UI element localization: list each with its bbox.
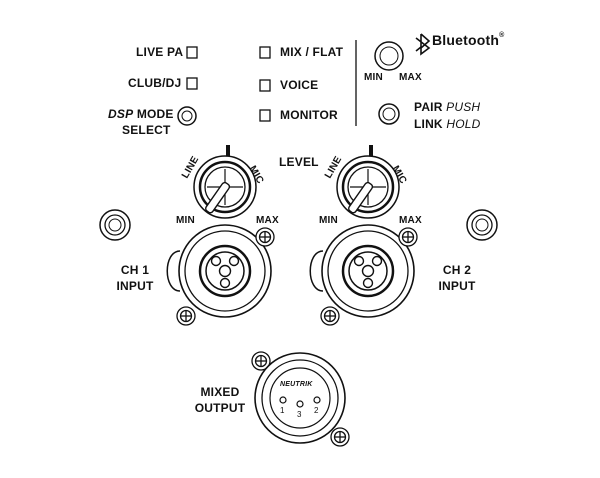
xlr-pin-1-label: 1 [280, 406, 285, 415]
xlr-pin-2-label: 2 [314, 406, 319, 415]
dsp-mode-select-label: DSP MODE [108, 107, 174, 121]
screw-icon [330, 427, 350, 447]
ch2-level-indicator [369, 145, 373, 157]
pair-label: PAIR PUSH [414, 100, 481, 114]
bluetooth-icon [415, 33, 431, 56]
dsp-label: DSP [108, 107, 134, 121]
screw-icon [255, 227, 275, 247]
mix-flat-label: MIX / FLAT [280, 45, 344, 59]
link-label: LINK HOLD [414, 117, 481, 131]
live-pa-indicator [186, 46, 198, 59]
screw-icon [320, 306, 340, 326]
ch2-input-label: CH 2 INPUT [438, 263, 476, 293]
ch1-max-label: MAX [256, 215, 279, 226]
ch1-combo-jack[interactable] [166, 223, 273, 319]
mixed-output-label: MIXED OUTPUT [194, 385, 246, 415]
ch2-side-button[interactable] [466, 209, 498, 241]
neutrik-brand: NEUTRIK [280, 381, 313, 388]
voice-indicator [259, 79, 271, 92]
mixed-output-xlr-jack[interactable] [254, 352, 346, 444]
ch1-side-button[interactable] [99, 209, 131, 241]
bluetooth-volume-knob[interactable] [374, 41, 404, 71]
live-pa-label: LIVE PA [136, 45, 184, 59]
voice-label: VOICE [280, 78, 319, 92]
club-dj-indicator [186, 77, 198, 90]
club-dj-label: CLUB/DJ [128, 76, 182, 90]
monitor-label: MONITOR [280, 108, 338, 122]
mode-label: MODE [136, 107, 174, 121]
monitor-indicator [259, 109, 271, 122]
ch2-gain-knob[interactable] [335, 154, 401, 220]
ch1-gain-knob[interactable] [192, 154, 258, 220]
level-label: LEVEL [279, 155, 319, 169]
ch1-min-label: MIN [176, 215, 195, 226]
ch1-level-indicator [226, 145, 230, 157]
bluetooth-brand: Bluetooth® [432, 32, 505, 48]
ch2-combo-jack[interactable] [309, 223, 416, 319]
mix-flat-indicator [259, 46, 271, 59]
bt-knob-min-label: MIN [364, 72, 383, 83]
xlr-pin-3-label: 3 [297, 410, 302, 419]
dsp-mode-select-button[interactable] [177, 106, 197, 126]
select-label: SELECT [122, 123, 171, 137]
screw-icon [398, 227, 418, 247]
bt-knob-max-label: MAX [399, 72, 422, 83]
ch1-input-label: CH 1 INPUT [116, 263, 154, 293]
ch2-max-label: MAX [399, 215, 422, 226]
ch2-min-label: MIN [319, 215, 338, 226]
screw-icon [176, 306, 196, 326]
bluetooth-pair-button[interactable] [378, 103, 400, 125]
